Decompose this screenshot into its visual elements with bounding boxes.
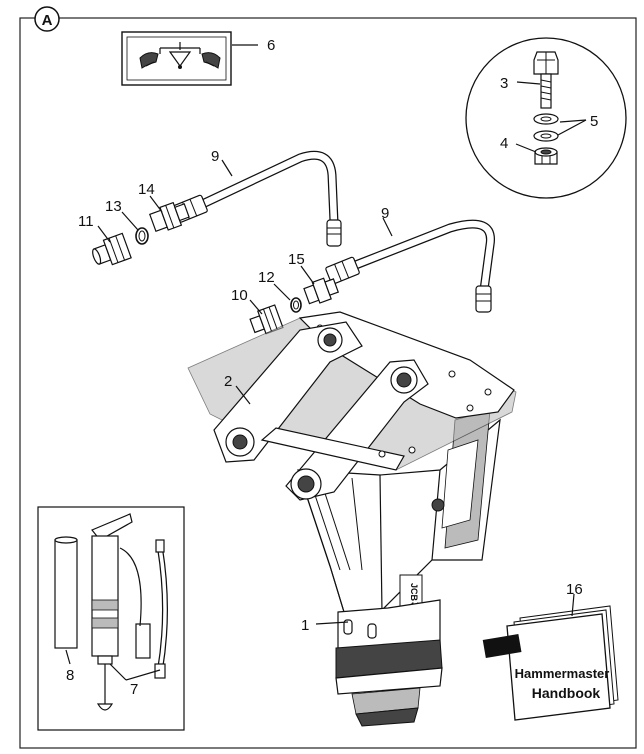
seal-ring-13	[135, 227, 149, 245]
svg-text:Hammermaster: Hammermaster	[515, 666, 610, 681]
callout-11: 11	[78, 213, 94, 230]
adapter-15	[303, 277, 340, 305]
callout-3: 3	[500, 75, 508, 92]
callout-9-upper: 9	[211, 148, 219, 165]
callout-1: 1	[301, 617, 309, 634]
leader-lines	[65, 159, 575, 681]
svg-text:A: A	[42, 12, 53, 29]
view-label: A	[34, 6, 60, 32]
callout-8: 8	[66, 667, 74, 684]
grease-gun-detail	[37, 506, 185, 731]
callout-16: 16	[566, 581, 583, 598]
callout-4: 4	[500, 135, 508, 152]
callout-13: 13	[105, 198, 122, 215]
callouts: 6 3 5 4 9 9 14 13 11 15 12 10 2 1 7 8 16	[66, 37, 598, 698]
callout-9-lower: 9	[381, 205, 389, 222]
fitting-10	[249, 304, 284, 335]
fastener-detail	[465, 37, 627, 199]
svg-text:JCB: JCB	[409, 583, 419, 602]
fitting-11	[92, 232, 132, 266]
hose-upper	[173, 150, 342, 247]
svg-text:JCB: JCB	[556, 641, 584, 657]
callout-2: 2	[224, 373, 232, 390]
svg-text:Handbook: Handbook	[532, 685, 601, 701]
mounting-bracket	[187, 311, 517, 501]
seal-ring-12	[290, 297, 302, 313]
handbook: JCB Hammermaster Handbook	[482, 605, 619, 721]
hose-lower	[325, 219, 495, 313]
callout-12: 12	[258, 269, 275, 286]
callout-10: 10	[231, 287, 248, 304]
callout-6: 6	[267, 37, 275, 54]
callout-7: 7	[130, 681, 138, 698]
callout-5: 5	[590, 113, 598, 130]
warning-decal	[121, 31, 232, 86]
diagram-border	[19, 17, 637, 749]
adapter-14	[148, 201, 190, 233]
callout-14: 14	[138, 181, 155, 198]
callout-15: 15	[288, 251, 305, 268]
hammer-body: JCB 385 HM	[297, 409, 501, 727]
